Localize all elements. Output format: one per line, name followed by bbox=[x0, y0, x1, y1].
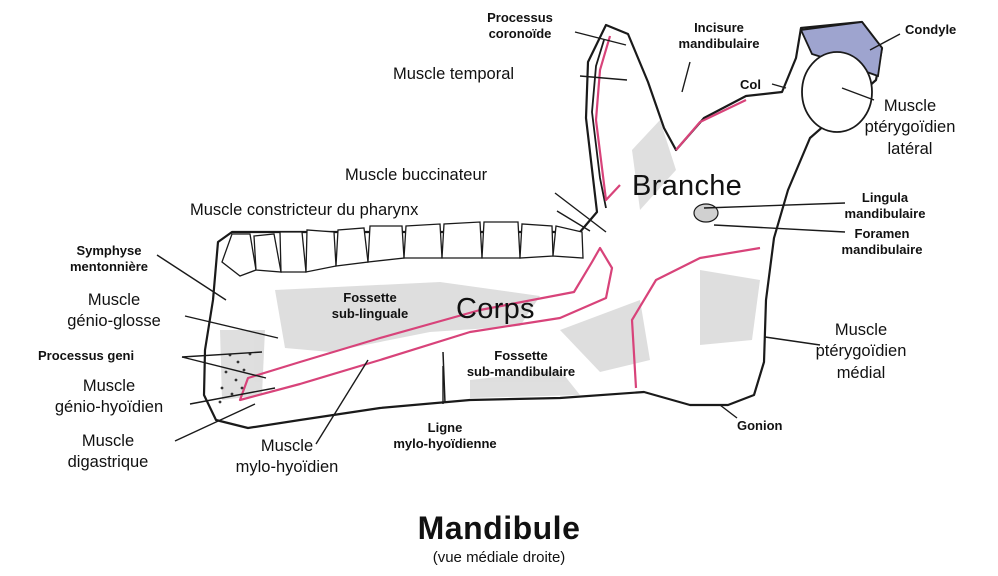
label-col: Col bbox=[740, 77, 761, 93]
mandibular-foramen bbox=[694, 204, 718, 222]
label-processus-geni: Processus geni bbox=[38, 348, 134, 364]
label-gonion: Gonion bbox=[737, 418, 783, 434]
label-muscle-buccinateur: Muscle buccinateur bbox=[345, 165, 487, 185]
figure-title: Mandibule bbox=[0, 510, 998, 547]
label-branche: Branche bbox=[632, 169, 742, 204]
figure-subtitle: (vue médiale droite) bbox=[0, 549, 998, 566]
label-condyle: Condyle bbox=[905, 22, 956, 38]
label-muscle-constricteur: Muscle constricteur du pharynx bbox=[190, 200, 418, 220]
label-corps: Corps bbox=[456, 292, 535, 327]
label-muscle-temporal: Muscle temporal bbox=[393, 64, 514, 84]
